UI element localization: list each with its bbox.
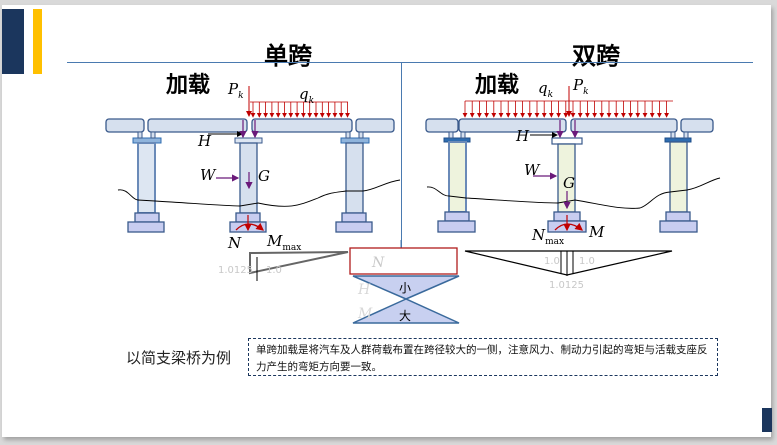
left-il-value-1: 1.0125 [218,265,253,276]
column-divider [401,62,402,248]
slide [2,5,771,437]
m-row-label: M [357,306,373,322]
right-bridge: qk Pk H W G Nmax M 1.0 1.0 1.0125 [425,76,721,291]
left-moment-arc [235,222,265,231]
right-deck-1 [425,118,459,133]
left-title: 单跨 [264,42,312,70]
right-pier-3 [659,137,698,233]
left-deck-4 [355,118,395,133]
left-deck-1 [105,118,145,133]
right-deck-3 [570,118,678,133]
left-g-label: G [258,167,270,185]
left-distributed-load [250,101,350,118]
left-subtitle: 加载 [166,73,211,98]
right-deck-2 [458,118,567,133]
left-pier-1 [127,137,165,233]
example-label: 以简支梁桥为例 [126,349,232,367]
right-il-value-1: 1.0 [544,256,560,267]
left-h-label: H [197,132,212,150]
left-qk-label: qk [299,85,314,106]
right-moment-arc [554,222,584,231]
left-n-label: N [227,234,242,252]
right-qk-label: qk [538,79,553,100]
left-deck-2 [147,118,248,133]
comparison-chart: N H M 小 大 [349,240,460,324]
corner-accent [762,408,772,432]
small-label: 小 [399,281,411,295]
left-bridge: Pk qk H W G N Mmax 1.0125 1.0 [105,80,401,281]
right-pier-1 [437,137,476,233]
h-row-label: H [357,282,371,298]
left-pier-3 [335,137,373,233]
right-ground-line [426,177,721,209]
left-m-label: Mmax [266,232,301,253]
right-il-value-2: 1.0 [579,256,595,267]
large-triangle [352,298,460,324]
left-ground-line [117,179,401,207]
right-influence-line: 1.0 1.0 1.0125 [464,250,673,291]
right-h-label: H [515,127,530,145]
right-deck-4 [680,118,714,133]
right-w-label: W [524,161,541,179]
title-divider [67,62,753,63]
right-title: 双跨 [572,42,620,70]
left-influence-line: 1.0125 1.0 [218,251,349,281]
right-g-label: G [563,174,575,192]
n-comparison-box [349,247,458,275]
accent-bar-gold [33,9,42,74]
right-pk-label: Pk [572,76,589,97]
right-m-label: M [588,223,605,241]
left-pk-label: Pk [227,80,244,101]
left-deck-3 [251,118,353,133]
accent-bar-navy [2,9,24,74]
n-row-label: N [371,255,385,271]
large-label: 大 [399,309,411,323]
left-w-label: W [200,166,217,184]
right-il-value-3: 1.0125 [549,280,584,291]
right-n-label: Nmax [531,226,564,247]
right-subtitle: 加载 [475,73,520,98]
small-triangle [352,275,460,300]
note-box: 单跨加载是将汽车及人群荷载布置在跨径较大的一侧，注意风力、制动力引起的弯矩与活载… [248,338,718,376]
left-il-value-2: 1.0 [266,265,282,276]
